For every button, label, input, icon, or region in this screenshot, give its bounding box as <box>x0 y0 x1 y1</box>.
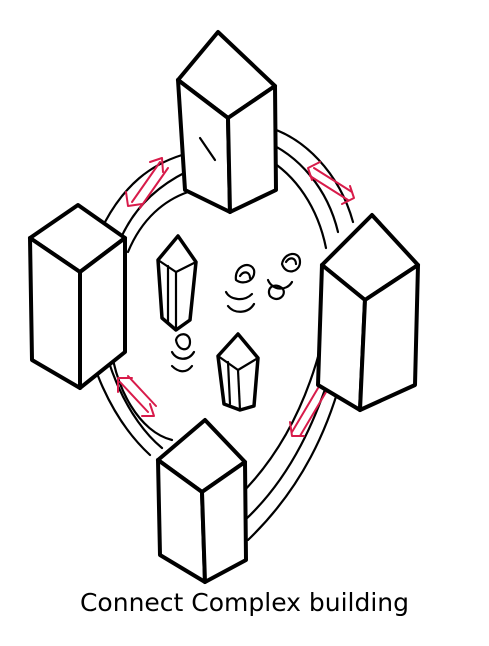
crystal-small-right <box>218 334 258 410</box>
diagram-caption: Connect Complex building <box>0 588 489 617</box>
building-complex-sketch <box>0 0 489 590</box>
tower-right <box>318 215 418 410</box>
crystal-small-left <box>158 236 196 330</box>
tower-bottom <box>158 420 246 582</box>
tower-left <box>30 205 125 388</box>
tower-top <box>178 32 276 212</box>
